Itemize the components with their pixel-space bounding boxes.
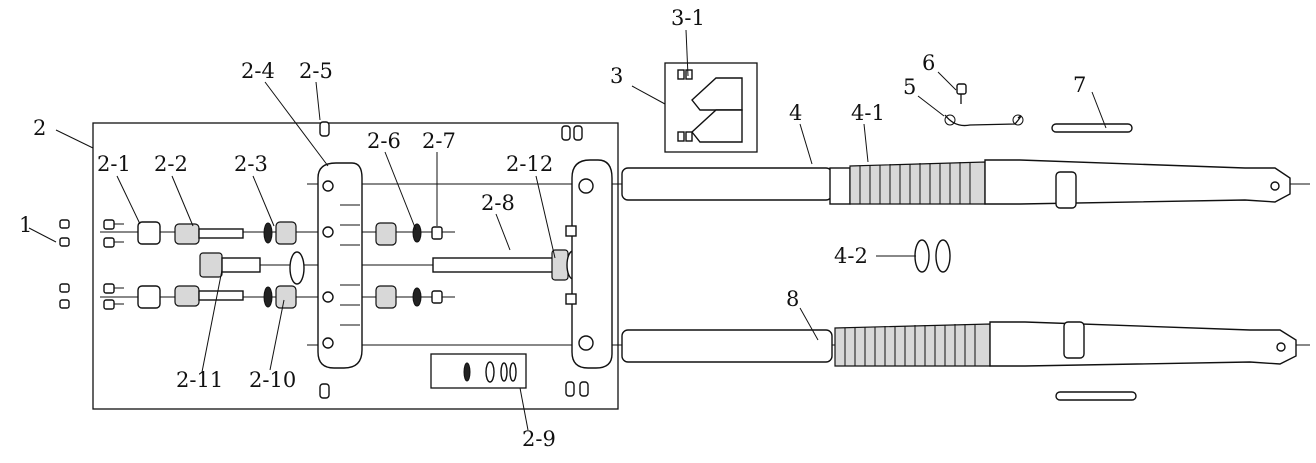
part-3-brackets <box>677 69 743 143</box>
label-2: 2 <box>33 116 46 140</box>
label-4-1: 4-1 <box>851 101 885 125</box>
label-5: 5 <box>903 75 916 99</box>
label-2-4: 2-4 <box>241 59 275 83</box>
part-1-nuts <box>59 219 70 309</box>
stem-washer <box>289 251 305 285</box>
label-8: 8 <box>786 287 799 311</box>
label-2-1: 2-1 <box>97 152 131 176</box>
label-2-10: 2-10 <box>249 368 296 392</box>
label-2-7: 2-7 <box>422 129 456 153</box>
label-1: 1 <box>19 213 32 237</box>
part-2-4-upper-clamp <box>317 162 363 369</box>
part-2-1-bolts <box>103 219 124 310</box>
part-6-bolt <box>956 83 967 104</box>
part-2-11-stem-bolt <box>199 252 261 278</box>
part-2-2-clamp-bolts <box>174 223 244 307</box>
label-2-6: 2-6 <box>367 129 401 153</box>
axis-lines <box>100 183 1310 346</box>
assembly-3-frame <box>664 62 758 153</box>
label-2-3: 2-3 <box>234 152 268 176</box>
part-4-2-seals <box>914 239 951 273</box>
part-2-6-2-7-hardware <box>375 222 443 309</box>
label-2-9: 2-9 <box>522 427 556 451</box>
part-2-5-bolts <box>319 121 589 399</box>
part-2-1-caps <box>137 221 161 309</box>
label-7: 7 <box>1073 73 1086 97</box>
label-3-1: 3-1 <box>671 6 705 30</box>
part-8-fork-leg <box>621 321 1297 367</box>
label-2-8: 2-8 <box>481 191 515 215</box>
assembly-2-frame <box>92 122 619 410</box>
label-6: 6 <box>922 51 935 75</box>
leader-lines <box>28 29 1107 431</box>
label-2-2: 2-2 <box>154 152 188 176</box>
part-2-8-steering-stem <box>432 249 580 281</box>
part-2-3-bushings <box>263 221 297 309</box>
part-5-spring <box>944 114 1024 127</box>
part-7-plate-lower <box>1055 391 1137 401</box>
part-2-9-seals <box>463 361 517 383</box>
label-2-12: 2-12 <box>506 152 553 176</box>
label-2-5: 2-5 <box>299 59 333 83</box>
assembly-2-9-frame <box>430 353 527 389</box>
callout-labels: 1 2 2-1 2-2 2-3 2-4 2-5 2-6 2-7 2-12 2-8… <box>19 6 1086 451</box>
part-7-plate <box>1051 123 1133 133</box>
label-3: 3 <box>610 64 623 88</box>
label-4-2: 4-2 <box>834 244 868 268</box>
part-4-fork-leg <box>621 159 1291 209</box>
part-2-12-lower-clamp <box>565 159 613 369</box>
label-4: 4 <box>789 101 802 125</box>
label-2-11: 2-11 <box>176 368 223 392</box>
